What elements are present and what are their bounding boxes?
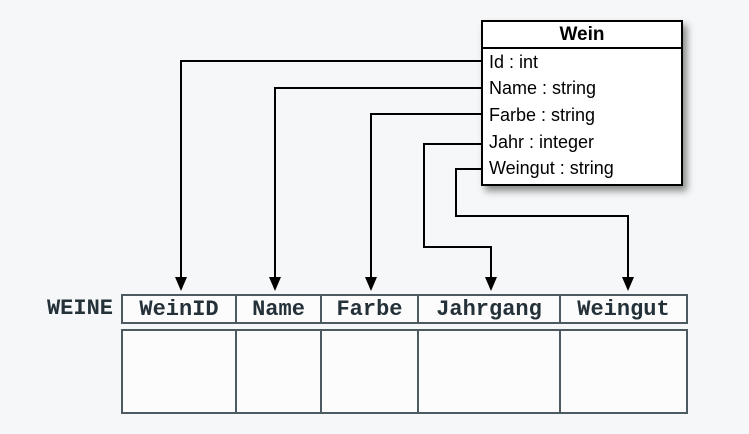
arrow-id-to-weinid <box>175 60 482 291</box>
class-attribute-4: Jahr : integer <box>489 131 595 152</box>
empty-cell-jahrgang <box>417 329 561 414</box>
arrow-weingut-to-weingut <box>455 168 634 291</box>
arrow-name-to-name <box>269 87 482 291</box>
column-header-weingut: Weingut <box>559 294 688 324</box>
class-attribute-1: Id : int <box>489 51 539 72</box>
column-header-farbe: Farbe <box>320 294 419 324</box>
class-attribute-3: Farbe : string <box>489 104 596 125</box>
class-attribute-5: Weingut : string <box>489 158 614 179</box>
arrow-farbe-to-farbe <box>365 113 482 291</box>
table-name-label: WEINE <box>46 296 113 321</box>
class-title: Wein <box>483 22 681 49</box>
empty-cell-name <box>235 329 322 414</box>
empty-cell-farbe <box>320 329 419 414</box>
table-empty-row <box>121 329 688 414</box>
column-header-name: Name <box>235 294 322 324</box>
column-header-weinid: WeinID <box>121 294 237 324</box>
class-attribute-2: Name : string <box>489 78 597 99</box>
empty-cell-weinid <box>121 329 237 414</box>
empty-cell-weingut <box>559 329 688 414</box>
column-header-jahrgang: Jahrgang <box>417 294 561 324</box>
arrow-jahr-to-jahrgang <box>423 143 497 291</box>
